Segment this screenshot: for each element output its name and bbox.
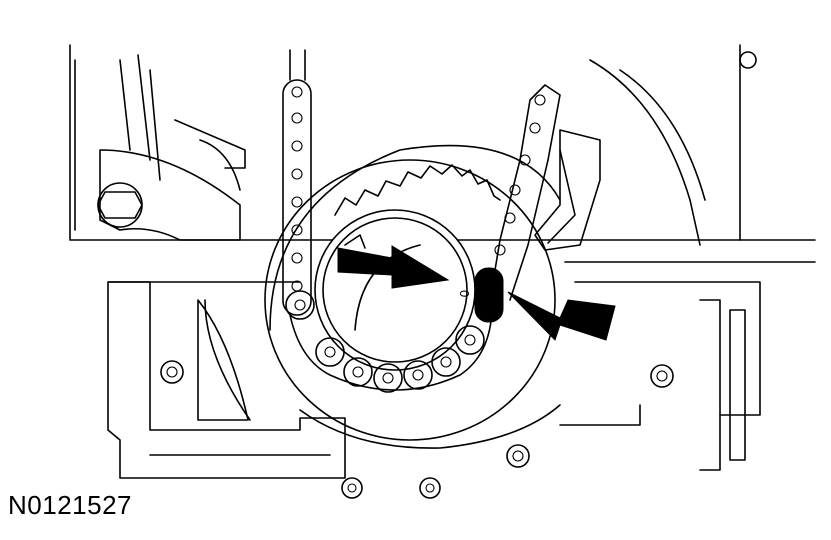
- engine-block: [69, 44, 816, 479]
- figure-id-label: N0121527: [8, 490, 132, 520]
- chain-guide: [534, 59, 746, 471]
- timing-mark-text: 0: [457, 290, 472, 297]
- callout-arrow-left: [337, 245, 450, 289]
- callout-arrow-right: [507, 291, 616, 341]
- bolt-holes: [160, 51, 757, 499]
- colored-chain-link: [474, 267, 504, 323]
- sprocket-timing-mark: 0: [457, 290, 472, 297]
- tensioner-arm: [97, 54, 246, 241]
- timing-chain: [282, 49, 561, 393]
- front-cover-outline: [264, 144, 561, 449]
